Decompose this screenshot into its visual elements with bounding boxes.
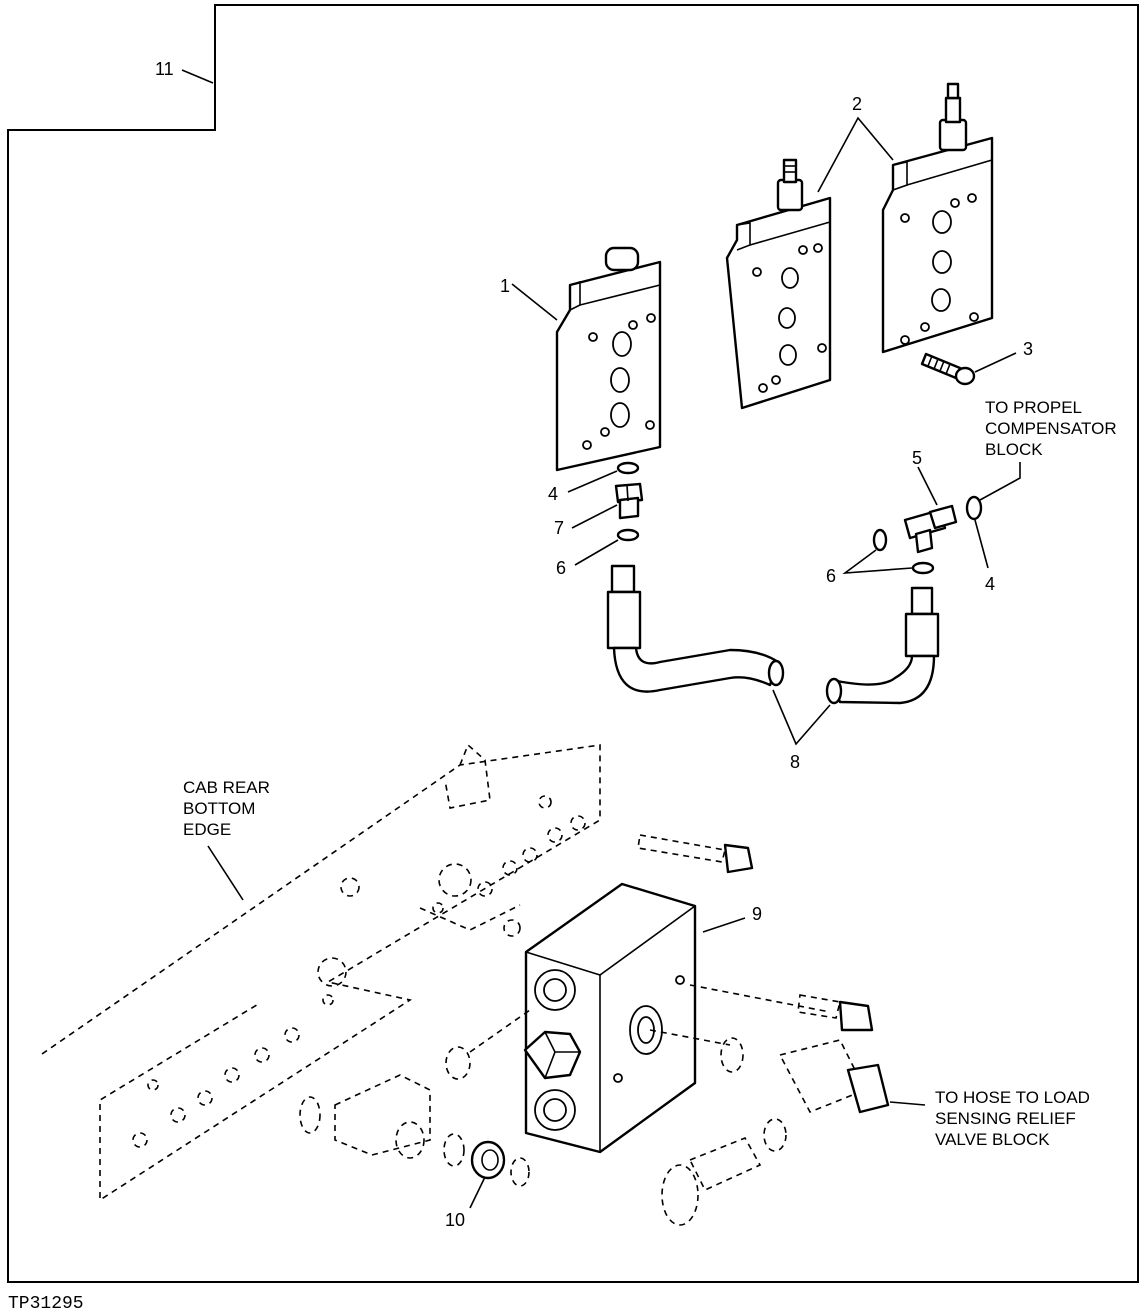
note-cab-line1: CAB REAR (183, 778, 270, 797)
callout-1: 1 (500, 276, 510, 296)
leader-2 (817, 116, 894, 193)
callout-4-right: 4 (985, 574, 995, 594)
elbow-fitting-left (299, 1074, 431, 1159)
leader-cab (207, 845, 244, 901)
o-ring-6-upper (872, 528, 888, 552)
callout-9: 9 (752, 904, 762, 924)
callout-5: 5 (912, 448, 922, 468)
valve-section-1 (555, 246, 662, 472)
note-cab-line2: BOTTOM (183, 799, 255, 818)
cab-rear-bracket-dashed (41, 743, 601, 1202)
o-ring-4-right (965, 495, 983, 521)
hose-8-right (825, 586, 940, 705)
diagram-frame (7, 4, 1139, 1283)
elbow-fitting-right (649, 1029, 787, 1226)
note-hose-line3: VALVE BLOCK (935, 1130, 1050, 1149)
manifold-block-9 (523, 882, 697, 1154)
connector-fitting-right (720, 1037, 926, 1114)
seal-ring-left (445, 1009, 531, 1080)
callout-4-left: 4 (548, 484, 558, 504)
callout-10: 10 (445, 1210, 465, 1230)
callout-11: 11 (155, 59, 174, 79)
callout-6-right: 6 (826, 566, 836, 586)
callout-2: 2 (852, 94, 862, 114)
leader-8 (772, 689, 831, 746)
note-hose-line2: SENSING RELIEF (935, 1109, 1076, 1128)
cap-screw-3 (920, 352, 1017, 386)
bolt-lower (689, 984, 874, 1032)
note-cab-line3: EDGE (183, 820, 231, 839)
callout-8: 8 (790, 752, 800, 772)
valve-section-2a (725, 158, 832, 410)
leader-11 (181, 69, 214, 84)
o-ring-6-left (616, 528, 640, 542)
note-hose-line1: TO HOSE TO LOAD (935, 1088, 1090, 1107)
note-propel-line3: BLOCK (985, 440, 1043, 459)
note-propel-line2: COMPENSATOR (985, 419, 1117, 438)
callout-3: 3 (1023, 339, 1033, 359)
bolt-upper (637, 834, 754, 874)
adapter-fitting-7 (614, 482, 644, 520)
hose-8-left (606, 564, 785, 693)
check-valve-10 (443, 1133, 530, 1187)
note-propel-line1: TO PROPEL (985, 398, 1082, 417)
valve-section-2b (881, 82, 994, 354)
callout-6-left: 6 (556, 558, 566, 578)
callout-7: 7 (554, 518, 564, 538)
tee-fitting-5 (903, 504, 958, 554)
o-ring-6-lower (911, 561, 935, 575)
figure-id: TP31295 (8, 1294, 84, 1312)
o-ring-4-left (616, 461, 640, 475)
